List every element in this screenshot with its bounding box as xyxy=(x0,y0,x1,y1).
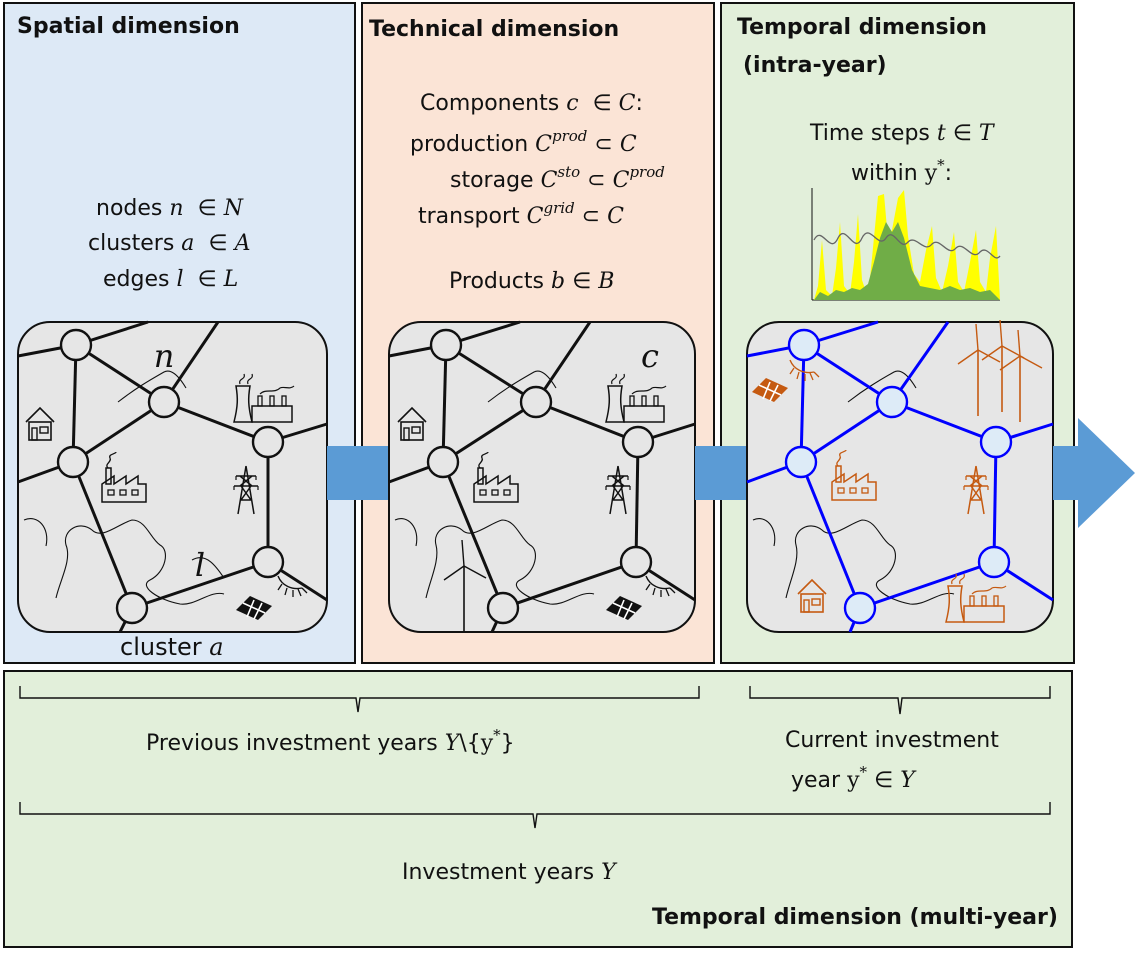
production-line: production Cprod ⊂ C xyxy=(410,127,637,157)
transport-label: transport xyxy=(418,204,520,229)
edges-line: edges l ∈ L xyxy=(103,267,239,292)
current-line1: Current investment xyxy=(785,728,999,753)
storage-label: storage xyxy=(450,168,534,193)
cluster-caption-line: cluster a xyxy=(120,633,224,661)
map-node-letter: n xyxy=(154,337,175,375)
cluster-caption: cluster xyxy=(120,633,202,661)
temporal-multi-title: Temporal dimension (multi-year) xyxy=(652,905,1058,930)
flow-arrow-1 xyxy=(327,446,389,500)
timesteps-label: Time steps xyxy=(810,121,930,146)
temporal-intra-subtitle: (intra-year) xyxy=(743,53,887,78)
previous-years-line: Previous investment years Y\{y*} xyxy=(146,726,515,756)
production-label: production xyxy=(410,132,529,157)
previous-label: Previous investment years xyxy=(146,731,438,756)
investment-years-line: Investment years Y xyxy=(402,860,616,885)
map-component-letter: c xyxy=(641,337,659,375)
timesteps-line: Time steps t ∈ T xyxy=(810,121,994,146)
nodes-line: nodes n ∈ N xyxy=(96,196,243,221)
investment-label: Investment years xyxy=(402,860,595,885)
products-line: Products b ∈ B xyxy=(449,269,615,294)
products-label: Products xyxy=(449,269,544,294)
clusters-line: clusters a ∈ A xyxy=(88,231,251,256)
within-line: within y*: xyxy=(851,156,953,186)
technical-title: Technical dimension xyxy=(369,17,620,42)
storage-line: storage Csto ⊂ Cprod xyxy=(450,163,665,193)
components-label: Components xyxy=(420,91,560,116)
temporal-map xyxy=(746,319,1054,633)
flow-arrow-2 xyxy=(695,446,747,500)
nodes-label: nodes xyxy=(96,196,163,221)
brace-previous-years xyxy=(19,686,700,713)
brace-investment-years xyxy=(19,802,1051,829)
components-line: Components c ∈ C: xyxy=(420,91,643,116)
technical-map: c xyxy=(388,320,696,633)
current-line2: year y* ∈ Y xyxy=(791,763,915,793)
flow-arrow-3 xyxy=(1053,418,1135,528)
clusters-label: clusters xyxy=(88,231,175,256)
transport-line: transport Cgrid ⊂ C xyxy=(418,199,624,229)
map-edge-letter: l xyxy=(195,546,205,584)
spatial-title: Spatial dimension xyxy=(17,14,240,39)
temporal-multi-panel xyxy=(3,670,1073,948)
current-label: year xyxy=(791,768,841,793)
within-label: within xyxy=(851,161,918,186)
spatial-map: n l xyxy=(17,320,328,633)
brace-current-year xyxy=(749,686,1051,715)
intra-year-profile-chart xyxy=(811,188,1001,301)
temporal-intra-title: Temporal dimension xyxy=(737,15,987,40)
edges-label: edges xyxy=(103,267,170,292)
